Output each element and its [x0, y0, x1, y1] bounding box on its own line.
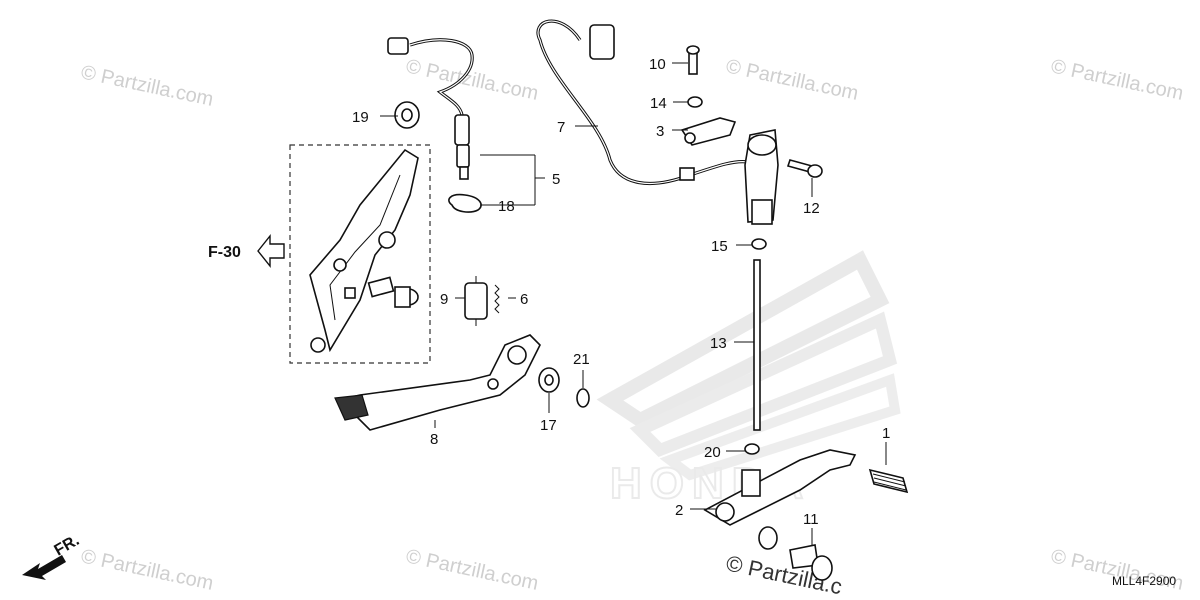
callout-20: 20 [704, 444, 721, 461]
callout-21: 21 [573, 351, 590, 368]
callout-14: 14 [650, 95, 667, 112]
part-5-stop-switch [387, 37, 474, 180]
reference-arrow-icon [257, 234, 285, 268]
callout-5: 5 [552, 171, 560, 188]
callout-1: 1 [882, 425, 890, 442]
part-6-spring [494, 284, 500, 314]
callout-19: 19 [352, 109, 369, 126]
footpeg-bracket [309, 148, 419, 353]
part-13-rod [753, 259, 761, 431]
callouts: 19 5 18 9 6 8 17 21 7 10 14 3 12 15 13 2… [352, 56, 890, 528]
part-10-bolt [686, 45, 700, 75]
leader-lines [380, 62, 887, 545]
part-9-spring [464, 276, 488, 326]
diagram-code: MLL4F2900 [1112, 574, 1176, 588]
part-11-bolt [789, 544, 833, 581]
part-8-brake-pedal [334, 334, 541, 431]
callout-17: 17 [540, 417, 557, 434]
bracket-reference-box [289, 144, 431, 364]
front-arrow-icon [22, 555, 66, 580]
watermark-text: © Partzilla.com [1049, 55, 1185, 105]
part-1-rubber [868, 468, 909, 494]
callout-3: 3 [656, 123, 664, 140]
callout-12: 12 [803, 200, 820, 217]
callout-2: 2 [675, 502, 683, 519]
part-15-nut [751, 238, 767, 250]
washer-lower [758, 526, 778, 550]
callout-15: 15 [711, 238, 728, 255]
callout-10: 10 [649, 56, 666, 73]
part-2-shift-arm [703, 449, 857, 526]
reference-label: F-30 [208, 244, 241, 261]
part-21-circlip [576, 388, 590, 408]
part-19-grommet [394, 101, 420, 129]
part-14-nut [687, 96, 703, 108]
front-direction-indicator: FR. [22, 532, 82, 580]
watermark-text: © Partzilla.com [404, 545, 540, 595]
shift-sensor-body [744, 129, 779, 225]
callout-6: 6 [520, 291, 528, 308]
callout-11: 11 [803, 511, 819, 528]
callout-13: 13 [710, 335, 727, 352]
watermark-text: © Partzilla.com [79, 61, 215, 111]
watermark-text: © Partzilla.com [79, 545, 215, 595]
callout-18: 18 [498, 198, 515, 215]
watermarks: © Partzilla.com © Partzilla.com © Partzi… [79, 55, 1185, 599]
callout-9: 9 [440, 291, 448, 308]
part-3-arm [680, 117, 737, 146]
watermark-text: © Partzilla.com [724, 55, 860, 105]
callout-8: 8 [430, 431, 438, 448]
part-17-washer [538, 367, 560, 393]
part-20-nut [744, 443, 760, 455]
part-7-sensor-wire [536, 19, 749, 186]
front-label: FR. [52, 532, 83, 560]
part-12-bolt [786, 159, 823, 178]
callout-7: 7 [557, 119, 565, 136]
part-18-clip [448, 193, 482, 213]
